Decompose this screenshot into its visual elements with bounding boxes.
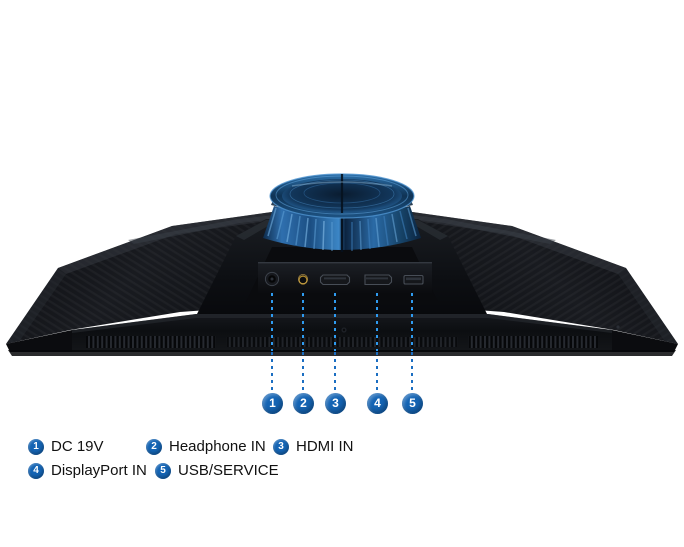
port-legend: 1 DC 19V 2 Headphone IN 3 HDMI IN 4 Disp…: [28, 436, 648, 484]
leader-line-3: [334, 293, 336, 351]
callout-bubble-3[interactable]: 3: [325, 393, 346, 414]
leader-line-4-lower: [376, 352, 378, 391]
displayport-icon: [364, 274, 393, 286]
port-panel: [258, 262, 432, 294]
legend-label-2: Headphone IN: [169, 438, 266, 455]
callout-bubble-2[interactable]: 2: [293, 393, 314, 414]
leader-line-3-lower: [334, 352, 336, 391]
legend-label-3: HDMI IN: [296, 438, 354, 455]
callout-bubble-1[interactable]: 1: [262, 393, 283, 414]
legend-item-dc-19v[interactable]: 1 DC 19V: [28, 438, 146, 456]
legend-badge-5: 5: [155, 463, 171, 479]
monitor-bottom-bar: [6, 314, 678, 356]
legend-badge-2: 2: [146, 439, 162, 455]
legend-item-displayport-in[interactable]: 4 DisplayPort IN: [28, 462, 155, 480]
leader-line-4: [376, 293, 378, 351]
dc-barrel-jack-icon: [264, 271, 280, 287]
headphone-jack-icon: [297, 273, 308, 285]
legend-item-headphone-in[interactable]: 2 Headphone IN: [146, 438, 273, 456]
legend-label-4: DisplayPort IN: [51, 462, 147, 479]
leader-line-5: [411, 293, 413, 351]
leader-line-1-lower: [271, 352, 273, 391]
legend-badge-4: 4: [28, 463, 44, 479]
leader-line-2-lower: [302, 352, 304, 391]
legend-label-5: USB/SERVICE: [178, 462, 279, 479]
leader-line-2: [302, 293, 304, 351]
leader-line-1: [271, 293, 273, 351]
leader-line-5-lower: [411, 352, 413, 391]
usb-port-icon: [403, 274, 424, 285]
legend-label-1: DC 19V: [51, 438, 104, 455]
legend-badge-3: 3: [273, 439, 289, 455]
hdmi-port-icon: [319, 274, 351, 286]
monitor-stand-base: [263, 173, 421, 252]
legend-badge-1: 1: [28, 439, 44, 455]
legend-item-hdmi-in[interactable]: 3 HDMI IN: [273, 438, 354, 456]
legend-row-2: 4 DisplayPort IN 5 USB/SERVICE: [28, 460, 648, 482]
callout-bubble-5[interactable]: 5: [402, 393, 423, 414]
legend-item-usb-service[interactable]: 5 USB/SERVICE: [155, 462, 279, 480]
callout-bubble-4[interactable]: 4: [367, 393, 388, 414]
legend-row-1: 1 DC 19V 2 Headphone IN 3 HDMI IN: [28, 436, 648, 458]
monitor-illustration: [6, 173, 678, 356]
